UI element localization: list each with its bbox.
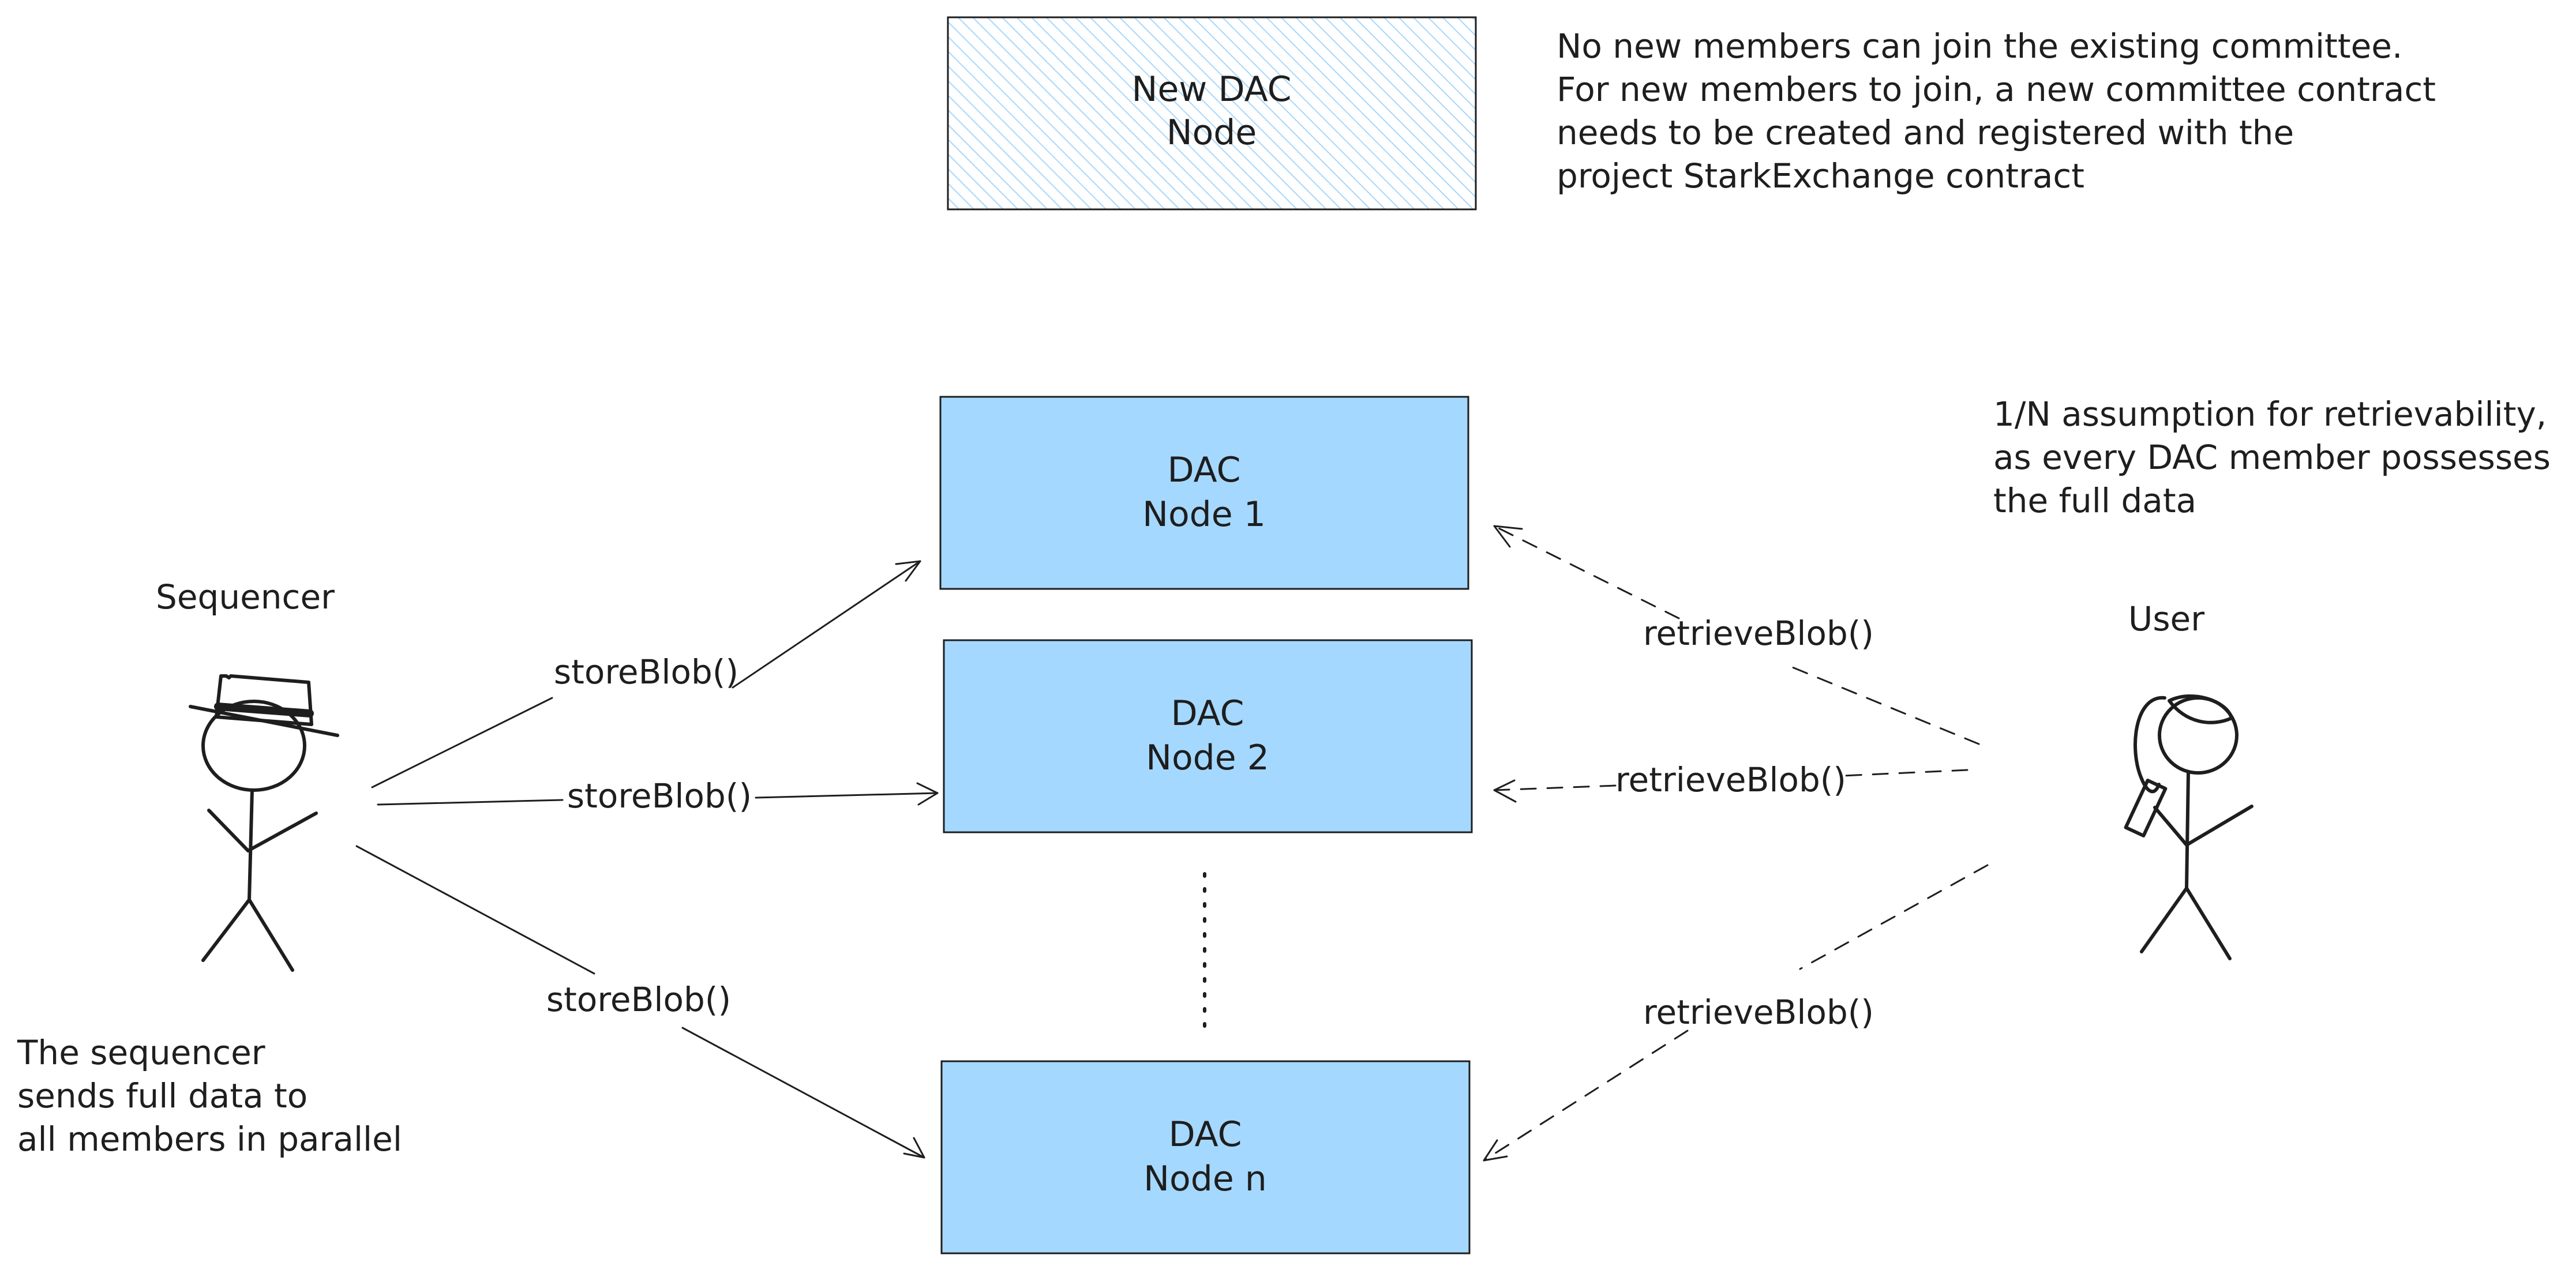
new-node-label-line1: New DAC bbox=[1132, 69, 1292, 110]
new-node-label-line2: Node bbox=[1167, 112, 1257, 153]
dac-node-1: DAC Node 1 bbox=[939, 396, 1469, 590]
dac-node-1-label-line1: DAC bbox=[1167, 450, 1240, 490]
stick-figure-with-hat-icon bbox=[189, 674, 339, 972]
retrieve-arrow-1-label: retrieveBlob() bbox=[1643, 614, 1874, 653]
committee-note: No new members can join the existing com… bbox=[1557, 27, 2436, 196]
retrieve-arrow-3 bbox=[1483, 864, 1989, 1162]
sequencer-note-line: all members in parallel bbox=[17, 1120, 402, 1159]
sequencer-note-line: The sequencer bbox=[17, 1033, 265, 1072]
user: User 1/N assumption for retrievability, … bbox=[1993, 395, 2551, 960]
store-arrow-1-label: storeBlob() bbox=[554, 652, 738, 692]
store-arrow-2-label: storeBlob() bbox=[567, 776, 752, 816]
dac-node-2-label-line2: Node 2 bbox=[1146, 738, 1269, 778]
new-dac-node: New DAC Node bbox=[947, 16, 1477, 211]
sequencer: Sequencer The sequencer sends full data … bbox=[17, 577, 402, 1159]
store-arrow-2 bbox=[377, 782, 939, 806]
committee-note-line: No new members can join the existing com… bbox=[1557, 27, 2402, 66]
committee-note-line: needs to be created and registered with … bbox=[1557, 113, 2294, 152]
dac-node-2: DAC Node 2 bbox=[943, 639, 1473, 833]
user-label: User bbox=[2128, 599, 2204, 638]
stick-figure-with-phone-icon bbox=[2124, 694, 2253, 960]
committee-note-line: For new members to join, a new committee… bbox=[1557, 70, 2436, 109]
committee-note-line: project StarkExchange contract bbox=[1557, 156, 2084, 196]
store-arrow-3-label: storeBlob() bbox=[546, 980, 731, 1019]
user-note-line: 1/N assumption for retrievability, bbox=[1993, 395, 2547, 434]
retrieve-arrow-2-label: retrieveBlob() bbox=[1615, 760, 1846, 799]
user-note-line: as every DAC member possesses bbox=[1993, 438, 2551, 477]
store-arrow-3 bbox=[355, 845, 925, 1159]
retrieve-arrow-1 bbox=[1493, 525, 1980, 745]
sequencer-note-line: sends full data to bbox=[17, 1076, 308, 1115]
retrieve-arrow-3-label: retrieveBlob() bbox=[1643, 993, 1874, 1032]
store-arrow-1 bbox=[371, 560, 921, 788]
dac-node-1-label-line2: Node 1 bbox=[1142, 494, 1266, 535]
user-note-line: the full data bbox=[1993, 481, 2196, 520]
dac-node-n-label-line1: DAC bbox=[1168, 1114, 1242, 1155]
sequencer-label: Sequencer bbox=[156, 577, 335, 617]
retrieve-arrow-2 bbox=[1493, 769, 1968, 803]
dac-node-n-label-line2: Node n bbox=[1143, 1159, 1267, 1199]
dac-node-n: DAC Node n bbox=[940, 1060, 1471, 1254]
dac-node-2-label-line1: DAC bbox=[1171, 693, 1244, 734]
